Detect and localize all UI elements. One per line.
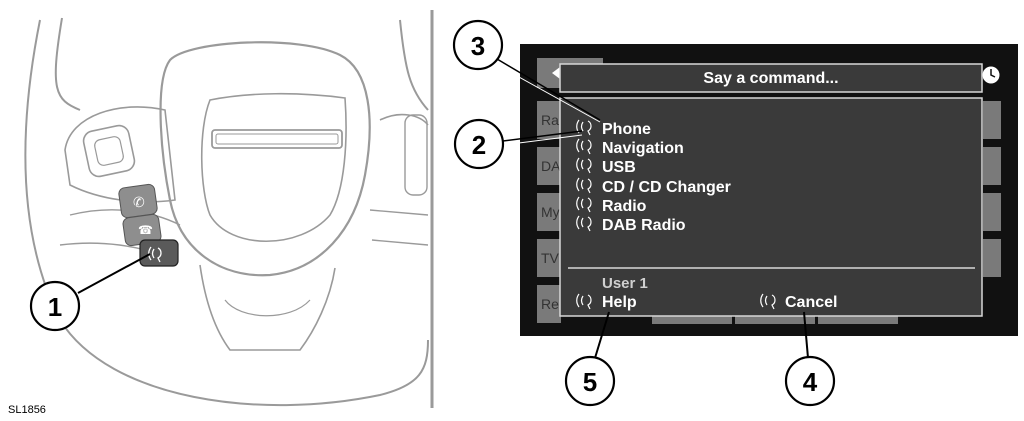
voice-command-panel <box>559 97 983 317</box>
voice-control-button[interactable] <box>139 239 179 267</box>
side-button-radio[interactable] <box>537 101 561 139</box>
bottom-tab-3[interactable] <box>818 316 898 324</box>
side-label-radio: Ra <box>541 112 559 128</box>
side-label-tv: TV <box>541 250 560 266</box>
cancel-button[interactable]: Cancel <box>760 293 838 311</box>
command-item-phone[interactable]: Phone <box>576 119 651 138</box>
callout-4: 4 <box>784 311 836 407</box>
voice-command-icon <box>576 215 592 232</box>
side-button-re[interactable] <box>537 285 561 323</box>
help-label: Help <box>602 294 637 311</box>
phone-icon: ✆ <box>133 195 145 211</box>
prompt-title-bar <box>559 63 983 93</box>
command-label-phone: Phone <box>602 121 651 138</box>
figure-reference: SL1856 <box>8 404 46 416</box>
side-label-dab: DA <box>541 158 561 174</box>
prompt-title: Say a command... <box>703 70 838 87</box>
voice-command-icon <box>576 177 592 194</box>
touchscreen-display: Ra DA My TV Re Say a command... <box>520 44 1018 336</box>
callout-3: 3 <box>452 19 601 123</box>
command-label-navigation: Navigation <box>602 140 684 157</box>
bottom-tab-1[interactable] <box>652 316 732 324</box>
steering-wheel-button-cluster: ✆ ☎ <box>118 183 179 267</box>
command-label-cd: CD / CD Changer <box>602 179 731 196</box>
voice-command-icon <box>760 293 776 310</box>
right-side-button-1[interactable] <box>983 101 1001 139</box>
voice-command-icon <box>576 138 592 155</box>
command-label-radio: Radio <box>602 198 647 215</box>
voice-command-icon <box>576 157 592 174</box>
command-item-dab-radio[interactable]: DAB Radio <box>576 215 686 234</box>
command-item-navigation[interactable]: Navigation <box>576 138 684 157</box>
side-label-re: Re <box>541 296 559 312</box>
help-button[interactable]: Help <box>576 293 637 311</box>
command-item-cd[interactable]: CD / CD Changer <box>576 177 731 196</box>
side-label-my: My <box>541 204 560 220</box>
side-button-tv[interactable] <box>537 239 561 277</box>
callout-1: 1 <box>29 253 151 332</box>
callout-5-label: 5 <box>583 367 597 397</box>
command-item-usb[interactable]: USB <box>576 157 636 176</box>
callout-1-label: 1 <box>48 292 62 322</box>
bottom-tab-2[interactable] <box>735 316 815 324</box>
callout-2-label: 2 <box>472 130 486 160</box>
callout-3-label: 3 <box>471 31 485 61</box>
command-list: Phone Navigation USB CD / CD Changer <box>576 119 731 234</box>
hangup-icon: ☎ <box>138 223 153 237</box>
command-label-dab-radio: DAB Radio <box>602 217 686 234</box>
clock-icon <box>981 65 1001 85</box>
voice-command-icon <box>148 246 162 263</box>
callout-4-label: 4 <box>803 367 818 397</box>
right-side-button-3[interactable] <box>983 193 1001 231</box>
voice-command-icon <box>576 293 592 310</box>
back-arrow-icon <box>552 67 560 79</box>
side-button-my[interactable] <box>537 193 561 231</box>
callout-5: 5 <box>564 311 616 407</box>
right-side-button-2[interactable] <box>983 147 1001 185</box>
command-label-usb: USB <box>602 159 636 176</box>
voice-command-icon <box>576 196 592 213</box>
command-item-radio[interactable]: Radio <box>576 196 647 215</box>
callout-2: 2 <box>453 118 583 170</box>
user-profile-label: User 1 <box>602 275 648 292</box>
side-button-dab[interactable] <box>537 147 561 185</box>
right-side-button-4[interactable] <box>983 239 1001 277</box>
cancel-label: Cancel <box>785 294 837 311</box>
steering-wheel <box>24 17 429 407</box>
